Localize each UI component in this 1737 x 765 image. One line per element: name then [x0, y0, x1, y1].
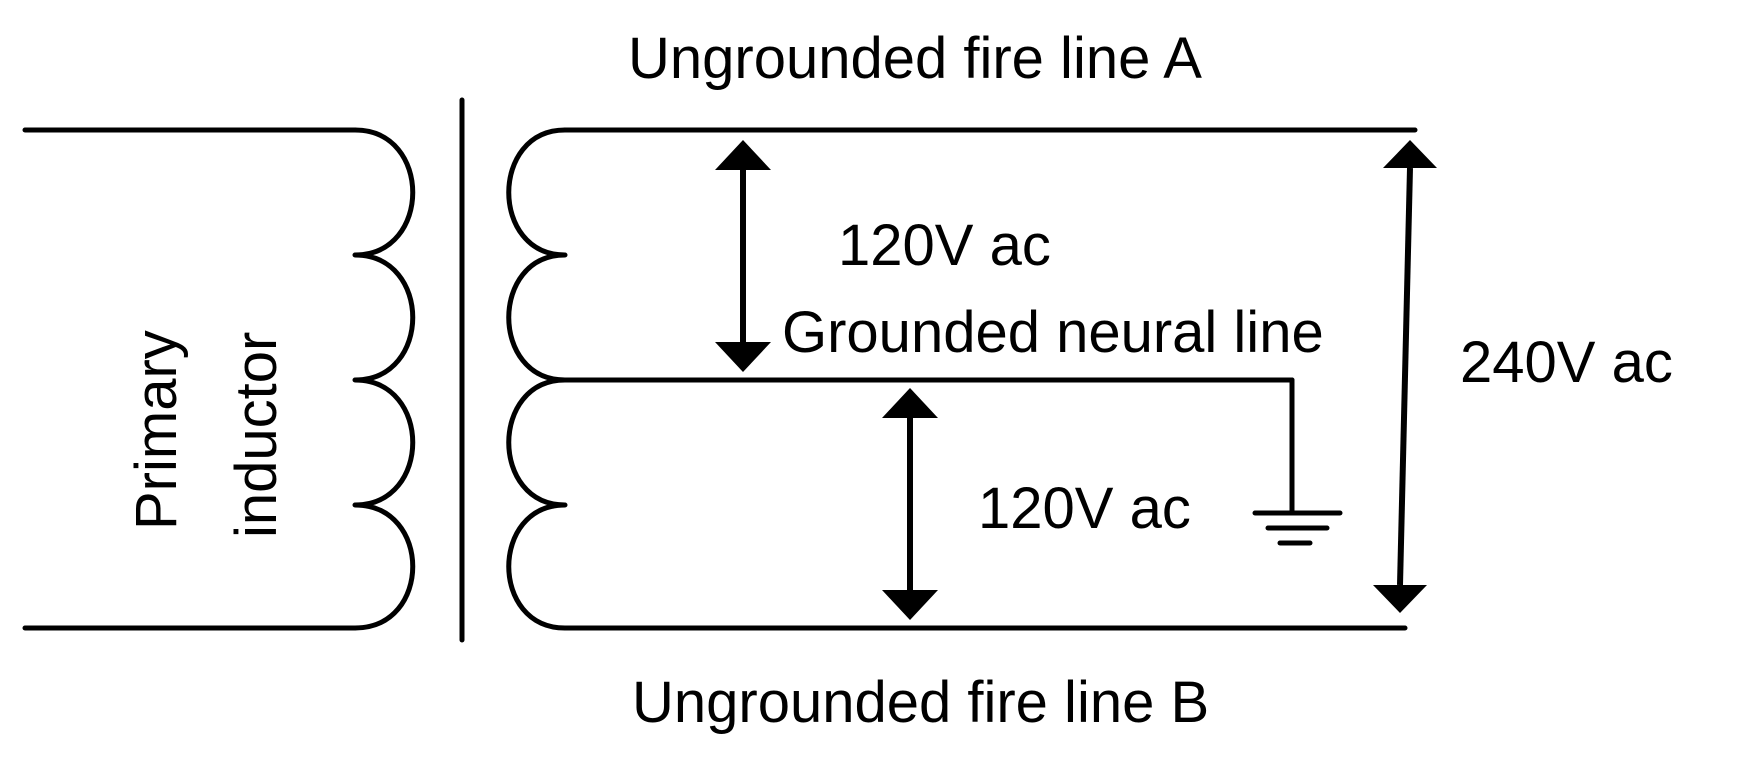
primary-label-word1: Primary — [124, 330, 189, 530]
upper-voltage-label: 120V ac — [838, 213, 1051, 278]
ground-icon — [1252, 510, 1343, 546]
upper-voltage-arrow — [715, 140, 771, 372]
primary-winding — [22, 127, 416, 631]
neutral-label: Grounded neural line — [782, 300, 1324, 365]
secondary-winding — [506, 127, 1418, 631]
primary-coil — [352, 127, 416, 631]
line-a-label: Ungrounded fire line A — [628, 26, 1202, 91]
total-voltage-label: 240V ac — [1460, 330, 1673, 395]
secondary-coil — [506, 127, 568, 631]
total-voltage-arrow — [1373, 140, 1437, 613]
lower-voltage-label: 120V ac — [978, 476, 1191, 541]
primary-label-word2: inductor — [224, 332, 289, 538]
lower-voltage-arrow — [882, 388, 938, 620]
line-b-label: Ungrounded fire line B — [632, 670, 1209, 735]
